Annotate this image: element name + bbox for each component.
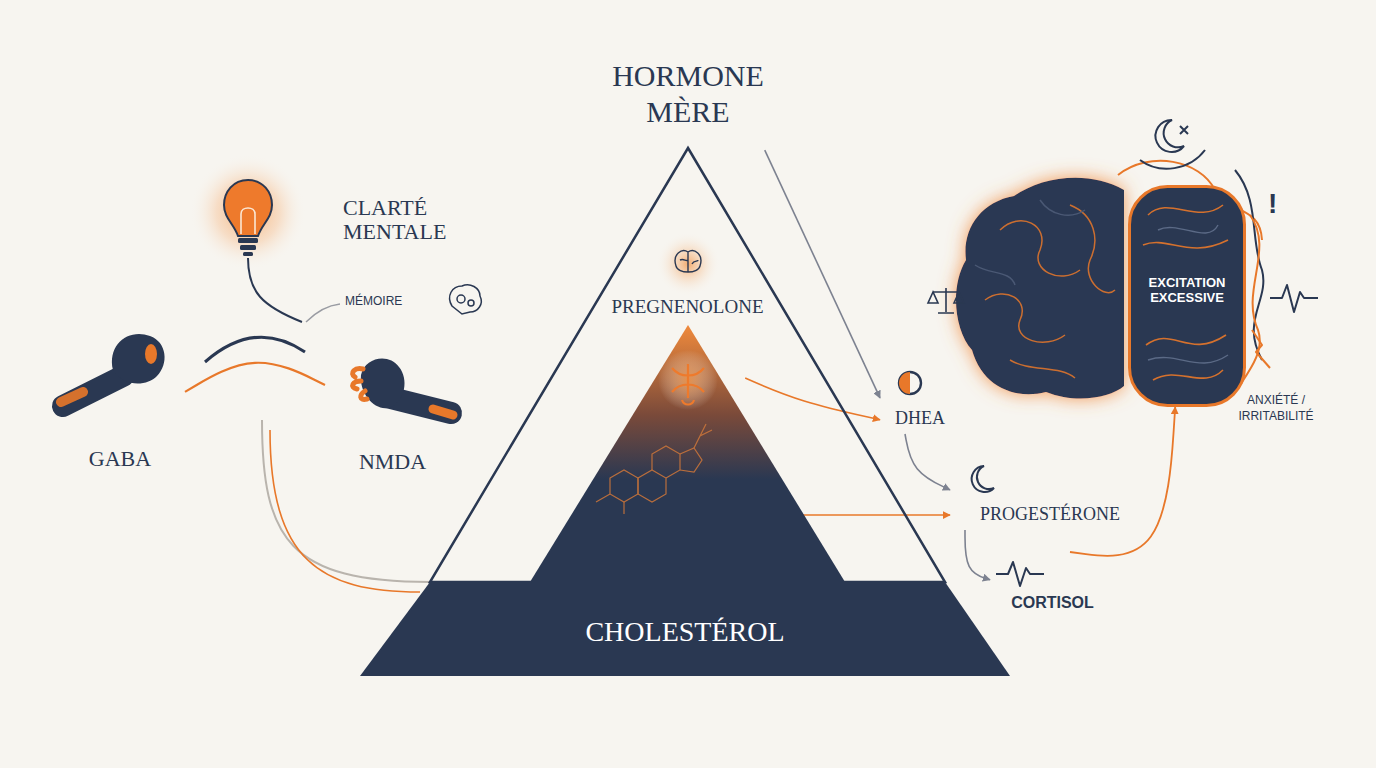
pulse-icon — [1252, 285, 1318, 368]
excitation-hemisphere-shape-part-part — [1158, 225, 1218, 233]
cortisol-node-shape-part — [996, 562, 1044, 586]
excitation-hemisphere-shape-part-part — [1143, 240, 1228, 248]
connector — [798, 514, 950, 516]
cortisol-node: CORTISOL — [990, 552, 1115, 618]
hormone-triangle-shape-part — [672, 364, 704, 405]
lightbulb-part — [240, 245, 256, 250]
nmda-receptor: NMDA — [325, 345, 460, 483]
gaba-receptor-shape-part — [112, 334, 165, 384]
synapse-wires-part — [205, 337, 305, 362]
connector — [185, 363, 325, 392]
hormone-triangle-shape-part-part — [652, 446, 680, 478]
connector — [745, 378, 880, 420]
effect-label: CLARTÉ MENTALE — [343, 196, 493, 244]
pulse-icon-part — [1270, 285, 1318, 312]
synapse-wires-part — [248, 258, 302, 322]
nmda-receptor-shape-part — [433, 409, 453, 415]
gaba-receptor-shape-part — [61, 392, 83, 402]
hormone-triangle-shape-part-part — [638, 470, 666, 502]
alert-mark: ! — [1268, 188, 1277, 220]
memory-gear-icon-part — [468, 300, 474, 306]
nmda-receptor-shape-part — [353, 369, 367, 400]
gaba-receptor: GABA — [55, 318, 185, 483]
brain-left-hemisphere-part-part — [1040, 200, 1085, 215]
connector — [965, 530, 990, 580]
node-label: EXCITATION EXCESSIVE — [1135, 273, 1239, 309]
node-label: CORTISOL — [1011, 594, 1094, 612]
node-label: NMDA — [359, 449, 426, 474]
connector — [765, 150, 880, 398]
hormone-triangle-shape-part-part — [610, 470, 638, 502]
node-label: GABA — [89, 446, 151, 471]
scales-icon — [928, 288, 964, 313]
excitation-hemisphere-shape-part-part — [1146, 335, 1226, 345]
memory-gear-icon — [450, 285, 482, 314]
memory-gear-icon-part — [450, 285, 482, 314]
lightbulb — [190, 154, 306, 270]
cholesterol-band: CHOLESTÉROL — [360, 582, 1010, 676]
scales-icon-part — [928, 292, 964, 303]
hormone-triangle-shape-part-part — [694, 424, 712, 448]
moon-x-icon-part — [1180, 126, 1188, 134]
connector — [905, 434, 950, 490]
pulse-icon-part — [1252, 330, 1270, 368]
hormone-triangle-shape-part — [430, 148, 945, 582]
progesterone-node-shape-part — [972, 466, 994, 492]
lightbulb-part — [241, 208, 255, 234]
dhea-node-shape-part — [899, 372, 921, 394]
lightbulb-part — [238, 238, 258, 243]
brain-left-hemisphere-part-part — [985, 294, 1065, 342]
excitation-hemisphere-shape-part — [1130, 187, 1245, 406]
lightbulb-part — [243, 252, 253, 256]
memory-gear-icon-part — [457, 295, 465, 303]
excitation-hemisphere-shape-part-part — [1148, 355, 1228, 363]
brain-left-hemisphere-part-part — [1070, 205, 1115, 293]
memory-label: MÉMOIRE — [345, 295, 402, 309]
node-label: PREGNENOLONE — [612, 296, 764, 318]
hormone-triangle-shape-part — [658, 350, 718, 410]
brain-left-hemisphere-part — [985, 205, 1115, 378]
node-label: DHEA — [895, 408, 945, 429]
excitation-hemisphere-shape-part-part — [1148, 205, 1223, 215]
brain-left-hemisphere-part-part — [1000, 221, 1080, 276]
hormone-triangle-shape-part — [675, 251, 701, 272]
excitation-hemisphere: EXCITATION EXCESSIVE — [1128, 185, 1246, 407]
synapse-wires — [205, 258, 430, 592]
hormone-triangle: PREGNENOLONE — [430, 148, 945, 582]
node-label: PROGESTÉRONE — [980, 504, 1120, 525]
hormone-triangle-shape-part-part — [596, 494, 624, 514]
hormone-triangle-shape-part — [530, 325, 845, 582]
synapse-wires-part — [306, 304, 340, 322]
dhea-node-shape-part — [899, 372, 910, 394]
brain-left-hemisphere-part — [975, 200, 1085, 285]
lightbulb-part — [224, 180, 272, 236]
moon-x-icon — [1156, 120, 1188, 152]
node-label: CHOLESTÉROL — [585, 616, 784, 648]
hormone-triangle-shape-part — [656, 232, 720, 296]
brain-left-hemisphere-part-part — [975, 265, 1015, 285]
synapse-wires-part — [262, 420, 430, 582]
brain-left-hemisphere — [956, 178, 1124, 399]
excitation-hemisphere-shape-part-part — [1153, 370, 1223, 380]
lightbulb-part — [190, 154, 306, 270]
cholesterol-band-shape-part — [360, 582, 1010, 676]
moon-x-icon-part — [1156, 120, 1184, 152]
dhea-node: DHEA — [880, 366, 960, 434]
hormone-triangle-shape — [430, 148, 945, 582]
connector — [1070, 407, 1175, 556]
gaba-receptor-shape-part — [145, 344, 157, 364]
brain-left-hemisphere-part-part — [1010, 360, 1075, 378]
hormone-triangle-shape-part — [596, 424, 712, 514]
diagram-title: HORMONE MÈRE — [578, 58, 798, 130]
symptom-label: ANXIÉTÉ / IRRITABILITÉ — [1222, 392, 1330, 424]
hormone-triangle-shape-part-part — [680, 448, 702, 472]
brain-left-hemisphere-part — [956, 178, 1124, 399]
progesterone-node: PROGESTÉRONE — [950, 462, 1150, 530]
